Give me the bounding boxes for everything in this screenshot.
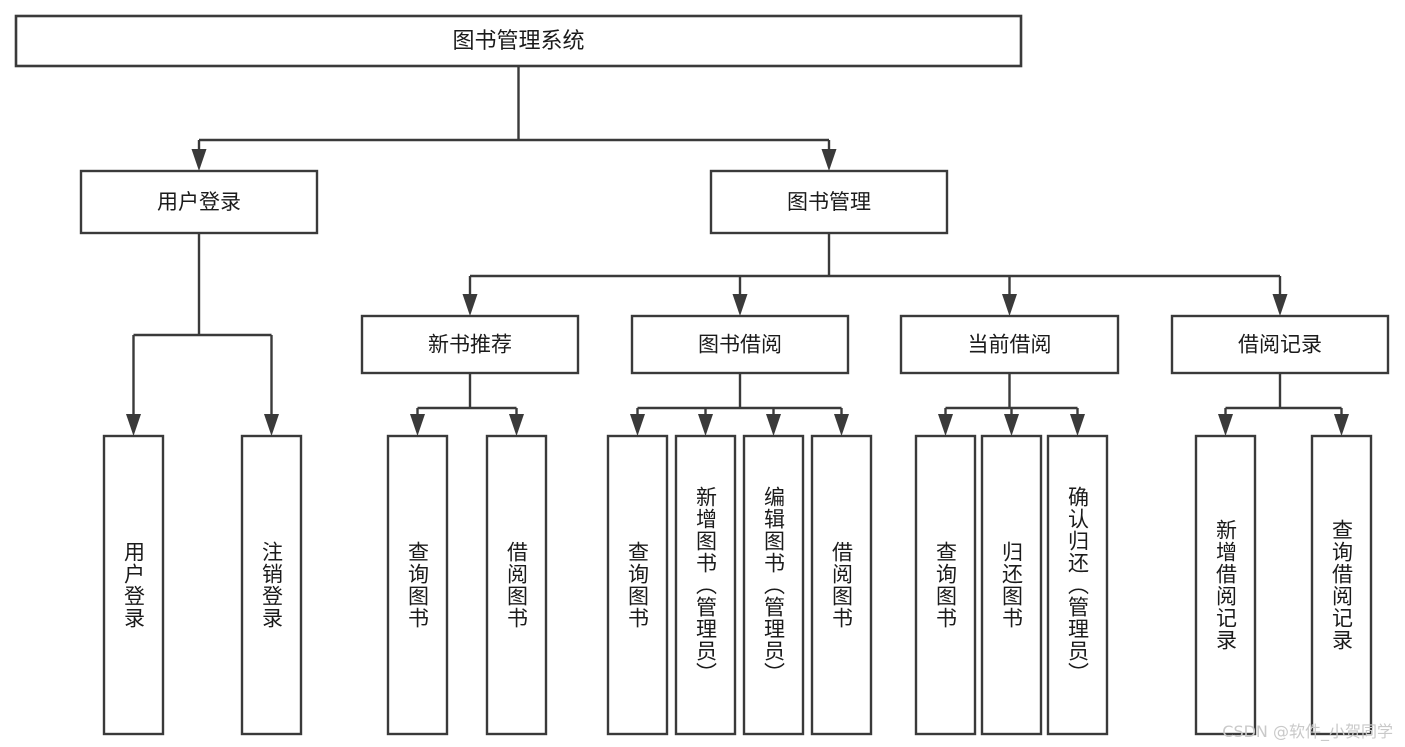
node-leaf-query-book-cur-label: 查询图书 — [934, 541, 958, 629]
node-leaf-confirm-return-rect — [1046, 434, 1109, 736]
node-leaf-query-book-rec[interactable]: 查询图书 — [386, 434, 449, 736]
node-current-borrow-label: 当前借阅 — [968, 333, 1052, 357]
node-user-login-label: 用户登录 — [157, 190, 241, 214]
node-leaf-user-login-rect — [102, 434, 165, 736]
node-book-manage-label: 图书管理 — [787, 190, 871, 214]
edge-group-root — [191, 66, 837, 171]
node-borrow-record-rect — [1170, 314, 1390, 375]
node-leaf-query-book-bor-rect — [606, 434, 669, 736]
node-leaf-borrow-book-rec-label: 借阅图书 — [505, 541, 529, 629]
node-leaf-return-book-rect — [980, 434, 1043, 736]
node-layer: 图书管理系统用户登录图书管理新书推荐图书借阅当前借阅借阅记录用户登录注销登录查询… — [14, 14, 1390, 736]
node-leaf-borrow-book-bor-label: 借阅图书 — [830, 541, 854, 629]
node-root-图书管理系统-label: 图书管理系统 — [452, 29, 584, 54]
connector-layer — [126, 66, 1349, 436]
node-current-borrow[interactable]: 当前借阅 — [899, 314, 1120, 375]
node-leaf-user-login-label: 用户登录 — [122, 541, 146, 629]
node-leaf-add-record-rect — [1194, 434, 1257, 736]
node-book-borrow-label: 图书借阅 — [698, 333, 782, 357]
csdn-watermark: CSDN @软件_小贺同学 — [1222, 722, 1393, 741]
edge-group-borrow-record — [1218, 373, 1349, 436]
node-root-图书管理系统[interactable]: 图书管理系统 — [14, 14, 1023, 68]
node-leaf-edit-book-rect — [742, 434, 805, 736]
node-leaf-borrow-book-bor[interactable]: 借阅图书 — [810, 434, 873, 736]
node-book-manage-rect — [709, 169, 949, 235]
edge-group-new-book-recommend — [410, 373, 524, 436]
node-leaf-borrow-book-bor-rect — [810, 434, 873, 736]
node-leaf-add-record[interactable]: 新增借阅记录 — [1194, 434, 1257, 736]
node-leaf-query-record[interactable]: 查询借阅记录 — [1310, 434, 1373, 736]
node-book-borrow[interactable]: 图书借阅 — [630, 314, 850, 375]
node-leaf-query-book-rec-label: 查询图书 — [406, 541, 430, 629]
node-leaf-query-book-rec-rect — [386, 434, 449, 736]
node-leaf-logout-login[interactable]: 注销登录 — [240, 434, 303, 736]
node-leaf-return-book-label: 归还图书 — [1000, 541, 1024, 629]
node-new-book-recommend-label: 新书推荐 — [428, 333, 512, 357]
node-leaf-edit-book[interactable]: 编辑图书（管理员） — [742, 434, 805, 736]
node-current-borrow-rect — [899, 314, 1120, 375]
node-leaf-confirm-return[interactable]: 确认归还（管理员） — [1046, 434, 1109, 736]
node-leaf-logout-login-label: 注销登录 — [260, 541, 284, 629]
node-leaf-add-record-label: 新增借阅记录 — [1214, 519, 1238, 651]
node-leaf-query-book-cur[interactable]: 查询图书 — [914, 434, 977, 736]
node-leaf-borrow-book-rec-rect — [485, 434, 548, 736]
node-book-borrow-rect — [630, 314, 850, 375]
node-book-manage[interactable]: 图书管理 — [709, 169, 949, 235]
node-leaf-borrow-book-rec[interactable]: 借阅图书 — [485, 434, 548, 736]
node-root-图书管理系统-rect — [14, 14, 1023, 68]
node-leaf-confirm-return-label: 确认归还（管理员） — [1066, 486, 1090, 684]
node-leaf-logout-login-rect — [240, 434, 303, 736]
node-leaf-query-record-label: 查询借阅记录 — [1330, 519, 1354, 651]
node-user-login[interactable]: 用户登录 — [79, 169, 319, 235]
node-leaf-user-login[interactable]: 用户登录 — [102, 434, 165, 736]
edge-group-current-borrow — [938, 373, 1085, 436]
edge-group-book-manage — [462, 233, 1288, 316]
node-leaf-query-book-cur-rect — [914, 434, 977, 736]
node-leaf-add-book-rect — [674, 434, 737, 736]
node-borrow-record-label: 借阅记录 — [1238, 333, 1322, 357]
edge-group-user-login — [126, 233, 279, 436]
node-leaf-query-book-bor[interactable]: 查询图书 — [606, 434, 669, 736]
node-user-login-rect — [79, 169, 319, 235]
node-leaf-return-book[interactable]: 归还图书 — [980, 434, 1043, 736]
node-leaf-add-book-label: 新增图书（管理员） — [694, 486, 718, 684]
edge-group-book-borrow — [630, 373, 849, 436]
node-leaf-query-record-rect — [1310, 434, 1373, 736]
node-new-book-recommend-rect — [360, 314, 580, 375]
node-new-book-recommend[interactable]: 新书推荐 — [360, 314, 580, 375]
node-leaf-query-book-bor-label: 查询图书 — [626, 541, 650, 629]
node-leaf-add-book[interactable]: 新增图书（管理员） — [674, 434, 737, 736]
node-leaf-edit-book-label: 编辑图书（管理员） — [762, 486, 786, 684]
node-borrow-record[interactable]: 借阅记录 — [1170, 314, 1390, 375]
